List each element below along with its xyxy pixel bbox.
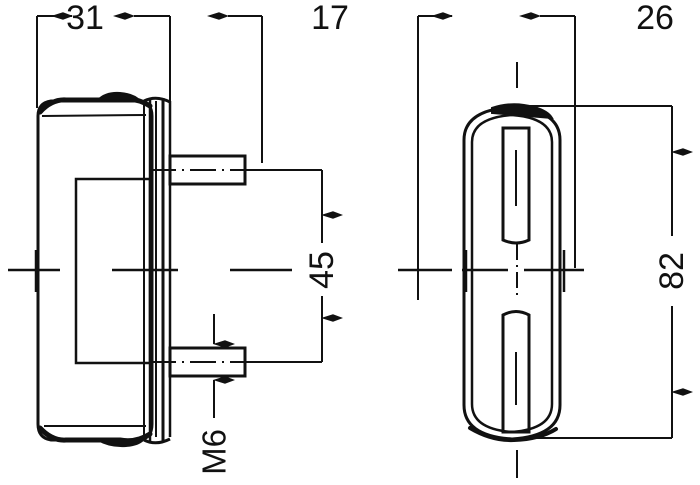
front-bottom-cap <box>468 426 558 443</box>
side-view-geometry <box>8 91 292 448</box>
dimension-26 <box>519 12 576 268</box>
side-bottom-bezel <box>37 425 153 444</box>
front-upper-slot <box>501 126 531 245</box>
dimension-label-26: 26 <box>636 0 674 37</box>
side-housing-outline <box>36 99 154 442</box>
side-flange-bottom-cap <box>143 437 171 445</box>
front-outer-outline <box>462 105 562 441</box>
upper-stud-outline <box>168 154 247 186</box>
lower-stud-outline <box>168 346 247 378</box>
front-inner-outline <box>470 113 554 434</box>
side-top-bezel-inner <box>41 114 147 117</box>
side-bottom-tab <box>94 439 146 448</box>
dimension-label-31: 31 <box>66 0 104 37</box>
dimension-label-45: 45 <box>303 251 341 289</box>
dimension-label-m6: M6 <box>196 429 233 475</box>
dimension-45 <box>245 169 343 363</box>
side-flange-top-cap <box>143 96 171 104</box>
dimension-17 <box>207 12 453 300</box>
dimension-82 <box>530 105 693 439</box>
front-view-geometry <box>398 62 584 478</box>
dimension-31 <box>36 12 171 108</box>
dimension-label-82: 82 <box>653 252 691 290</box>
dimension-label-17: 17 <box>311 0 349 37</box>
side-top-tab <box>95 91 143 103</box>
front-top-cap <box>491 103 554 120</box>
front-lower-slot <box>501 310 531 434</box>
